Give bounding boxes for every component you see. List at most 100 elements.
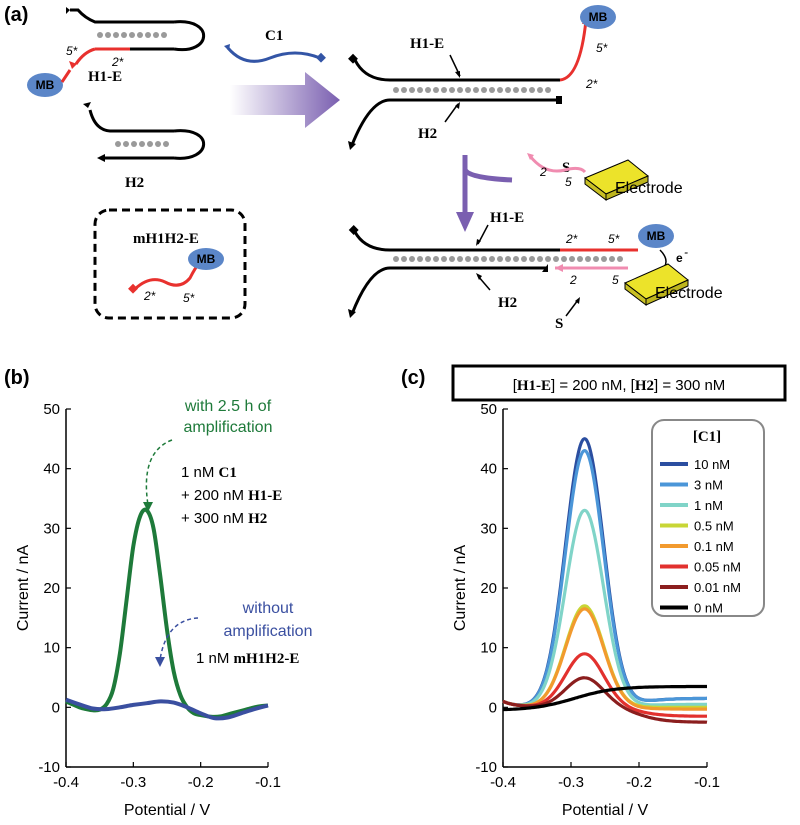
svg-text:5*: 5* (608, 232, 620, 246)
chart-c-x-axis-label: Potential / V (562, 802, 649, 819)
legend-label: 0 nM (694, 601, 723, 616)
chart-b-xtick-label: -0.4 (53, 774, 79, 791)
legend-title: [C1] (693, 429, 721, 445)
svg-text:S: S (562, 160, 570, 176)
blue-annotation-line1: without (242, 600, 294, 617)
green-annotation-line2: amplification (184, 419, 273, 436)
svg-text:H2: H2 (418, 126, 437, 142)
control-condition: 1 nM mH1H2-E (196, 650, 299, 667)
green-dashed-arrow (145, 439, 173, 506)
chart-b-ytick-label: 0 (52, 699, 60, 716)
panel-a-scheme: (a) MB 5* 2* H1-E (4, 4, 723, 332)
chart-c-series-line-4 (502, 607, 708, 711)
chart-c-xtick-label: -0.2 (626, 774, 652, 791)
chart-c-xtick-label: -0.3 (558, 774, 584, 791)
chart-b-y-axis-label: Current / nA (15, 545, 32, 632)
h1e-label: H1-E (88, 69, 122, 85)
svg-text:MB: MB (36, 78, 55, 92)
chart-c-series-line-7 (502, 684, 707, 712)
svg-text:2*: 2* (565, 232, 578, 246)
chart-c-series-line-2 (502, 508, 707, 707)
panel-b: (b) -10 0 10 20 30 40 50 -0.4 -0.3 -0.2 -0.1Potent… (4, 367, 312, 825)
chart-b-ytick-label: 20 (43, 580, 60, 597)
chart-b-x-axis-label: Potential / V (124, 802, 211, 819)
mh1h2e-box: mH1H2-E MB 2* 5* (93, 208, 247, 320)
chart-c-ytick-label: 40 (480, 461, 497, 478)
chart-b-axes: -10 0 10 20 30 40 50 -0.4 -0.3 -0.2 -0.1Potential … (15, 401, 281, 825)
svg-text:mH1H2-E: mH1H2-E (133, 231, 199, 247)
blue-annotation-line2: amplification (224, 623, 313, 640)
svg-text:MB: MB (197, 252, 216, 266)
svg-text:H1-E: H1-E (490, 210, 524, 226)
panel-label-c: (c) (401, 367, 425, 389)
chart-b-series-line-1 (65, 697, 269, 721)
condition-line1: 1 nM C1 (181, 464, 237, 481)
chart-c-ytick-label: 10 (480, 640, 497, 657)
chart-c-axes: -10 0 10 20 30 40 50 -0.4 -0.3 -0.2 -0.1Potential … (452, 401, 765, 825)
base-pair-dots (97, 32, 167, 38)
chart-b-ytick-label: 50 (43, 401, 60, 418)
panel-c: (c) [H1-E] = 200 nM, [H2] = 300 nM -10 0 1… (401, 364, 787, 825)
svg-text:MB: MB (647, 229, 666, 243)
svg-text:Electrode: Electrode (615, 180, 683, 197)
chart-b-ytick-label: 10 (43, 640, 60, 657)
methylene-blue-label (27, 73, 63, 97)
chart-c-xtick-label: -0.1 (694, 774, 720, 791)
chart-b-xtick-label: -0.3 (120, 774, 146, 791)
svg-text:MB: MB (589, 10, 608, 24)
chart-b-xtick-label: -0.2 (188, 774, 214, 791)
svg-text:H1-E: H1-E (410, 36, 444, 52)
chart-b-ytick-label: -10 (38, 759, 60, 776)
duplex-h1e-h2: MB 5* 2* H1-E H2 (348, 5, 616, 150)
legend-label: 3 nM (694, 478, 723, 493)
chart-c-ytick-label: 0 (489, 699, 497, 716)
h2-label: H2 (125, 175, 144, 191)
chart-c-ytick-label: 30 (480, 520, 497, 537)
svg-text:-: - (684, 245, 688, 259)
svg-text:5*: 5* (66, 44, 78, 58)
svg-text:S: S (555, 316, 563, 332)
svg-text:e: e (676, 251, 683, 265)
svg-text:5: 5 (612, 273, 619, 287)
svg-text:2: 2 (539, 165, 547, 179)
svg-text:5*: 5* (183, 291, 195, 305)
svg-text:2: 2 (569, 273, 577, 287)
blue-dashed-arrow (159, 617, 199, 661)
chart-b-xtick-label: -0.1 (255, 774, 281, 791)
chart-c-legend: [C1] 10 nM 3 nM 1 nM 0.5 nM 0.1 nM 0.05 nM 0.01… (651, 419, 765, 617)
chart-c-ytick-label: 50 (480, 401, 497, 418)
svg-text:5: 5 (565, 175, 572, 189)
chart-b-ytick-label: 40 (43, 461, 60, 478)
svg-text:H2: H2 (498, 295, 517, 311)
chart-b-series-line-0 (65, 507, 269, 719)
hairpin-h2: H2 (83, 102, 205, 191)
capture-arrow (462, 155, 513, 215)
duplex-dots-top (393, 87, 551, 93)
reaction-arrow (230, 72, 340, 128)
legend-label: 0.01 nM (694, 580, 741, 595)
chart-c-y-axis-label: Current / nA (452, 545, 469, 632)
chart-b-ytick-label: 30 (43, 520, 60, 537)
s-probe-electrode: S 2 5 Electrode (527, 153, 683, 202)
svg-text:2*: 2* (111, 55, 124, 69)
legend-label: 10 nM (694, 457, 730, 472)
legend-label: 0.1 nM (694, 539, 734, 554)
final-complex: 2* 5* 2 5 MB e - Electrode S H1-E H2 (348, 210, 723, 332)
chart-c-ytick-label: -10 (475, 759, 497, 776)
condition-line2: + 200 nM H1-E (181, 487, 282, 504)
svg-text:2*: 2* (143, 289, 156, 303)
chart-c-series-line-1 (502, 449, 708, 707)
svg-text:5*: 5* (596, 41, 608, 55)
svg-text:C1: C1 (265, 28, 283, 44)
legend-label: 0.5 nM (694, 519, 734, 534)
chart-c-ytick-label: 20 (480, 580, 497, 597)
conditions-text: [H1-E] = 200 nM, [H2] = 300 nM (513, 377, 726, 394)
panel-label-b: (b) (4, 367, 30, 389)
legend-label: 0.05 nM (694, 560, 741, 575)
svg-text:Electrode: Electrode (655, 285, 723, 302)
green-annotation-line1: with 2.5 h of (184, 398, 272, 415)
legend-label: 1 nM (694, 498, 723, 513)
chart-c-xtick-label: -0.4 (490, 774, 516, 791)
conditions-box (451, 364, 787, 402)
